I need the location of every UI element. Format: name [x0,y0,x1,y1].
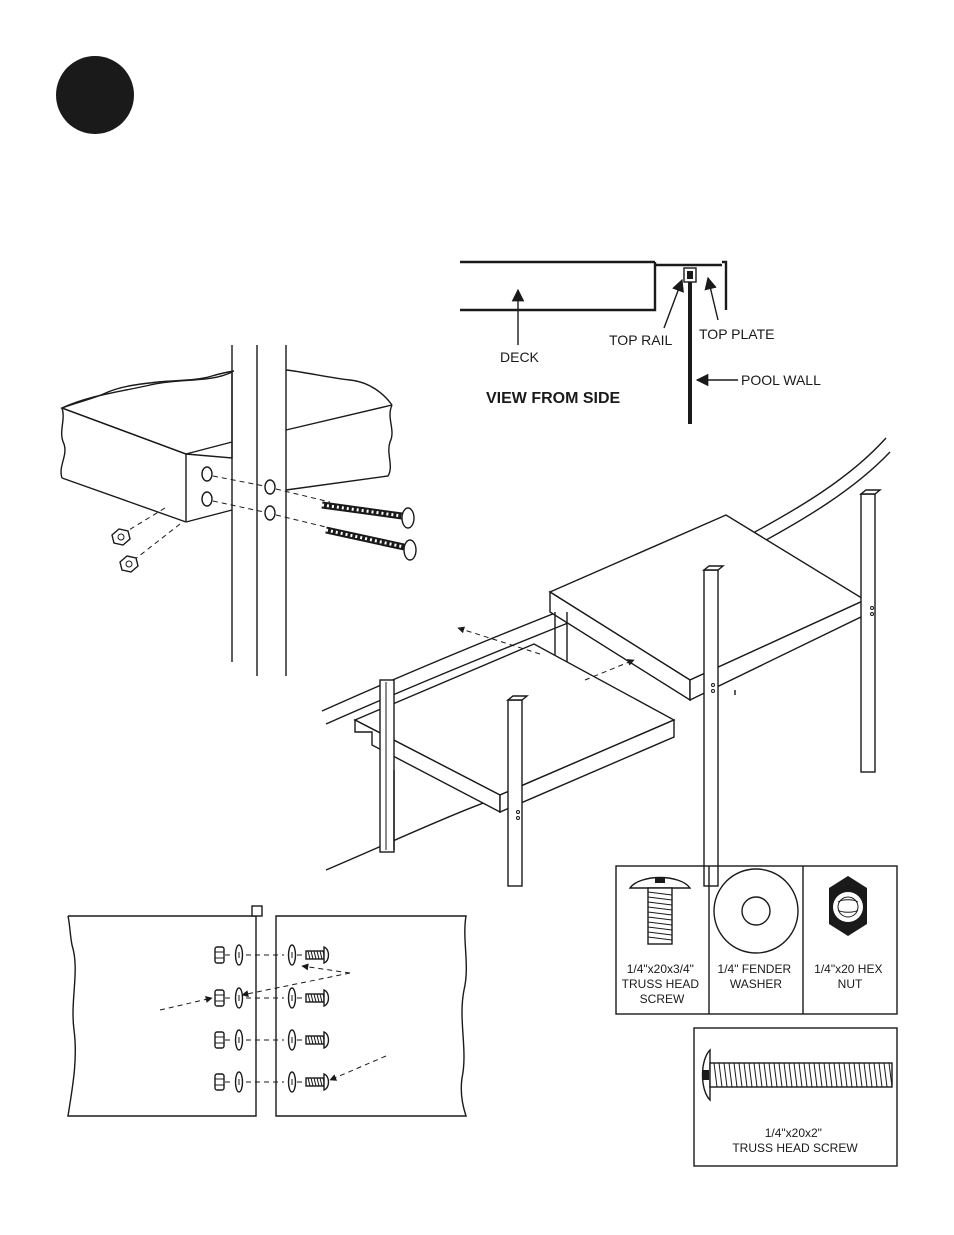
fender-washer-icon [713,868,799,954]
carriage-bolt-icon [321,501,415,529]
fender-washer-icon [234,1029,244,1051]
splice-hardware-row [214,1071,330,1093]
hex-nut-icon [214,946,225,964]
top-plate-label: TOP PLATE [699,326,774,342]
top-rail-label: TOP RAIL [609,332,673,348]
deck-assembly-illustration [321,437,891,887]
step-number-badge [56,56,134,134]
fender-washer-icon [287,1029,297,1051]
side-view-diagram: DECK TOP RAIL TOP PLATE POOL WALL VIEW F… [460,260,821,424]
fender-washer-icon [234,987,244,1009]
fender-washer-icon [234,944,244,966]
hex-nut-icon [214,989,225,1007]
truss-head-screw-icon [305,946,330,964]
hex-nut-icon [214,1031,225,1049]
fender-washer-icon [234,1071,244,1093]
hex-nut-icon [829,876,867,936]
splice-hardware-row [214,944,330,966]
pool-wall-label: POOL WALL [741,372,821,388]
fender-washer-label: 1/4" FENDER WASHER [718,962,795,991]
truss-head-screw-icon [628,876,692,945]
hardware-legend: 1/4"x20x3/4" TRUSS HEAD SCREW 1/4" FENDE… [615,865,898,1015]
side-view-title: VIEW FROM SIDE [486,390,621,407]
deck-post-bolt-detail [60,345,417,676]
truss-head-screw-icon [305,1031,330,1049]
truss-head-screw-icon [305,989,330,1007]
hex-nut-icon [119,555,139,573]
long-screw-legend: 1/4"x20x2" TRUSS HEAD SCREW [693,1027,898,1167]
truss-head-screw-icon [305,1073,330,1091]
hex-nut-icon [111,528,131,546]
splice-screw-detail [67,905,467,1117]
deck-label: DECK [500,349,540,365]
splice-hardware-row [214,987,330,1009]
truss-screw-label: 1/4"x20x3/4" TRUSS HEAD SCREW [622,962,703,1006]
splice-hardware-row [214,1029,330,1051]
carriage-bolt-icon [325,526,417,561]
long-truss-head-screw-icon [701,1048,893,1102]
fender-washer-icon [287,944,297,966]
hex-nut-label: 1/4"x20 HEX NUT [814,962,886,991]
long-screw-label: 1/4"x20x2" TRUSS HEAD SCREW [732,1126,858,1155]
hex-nut-icon [214,1073,225,1091]
fender-washer-icon [287,987,297,1009]
fender-washer-icon [287,1071,297,1093]
